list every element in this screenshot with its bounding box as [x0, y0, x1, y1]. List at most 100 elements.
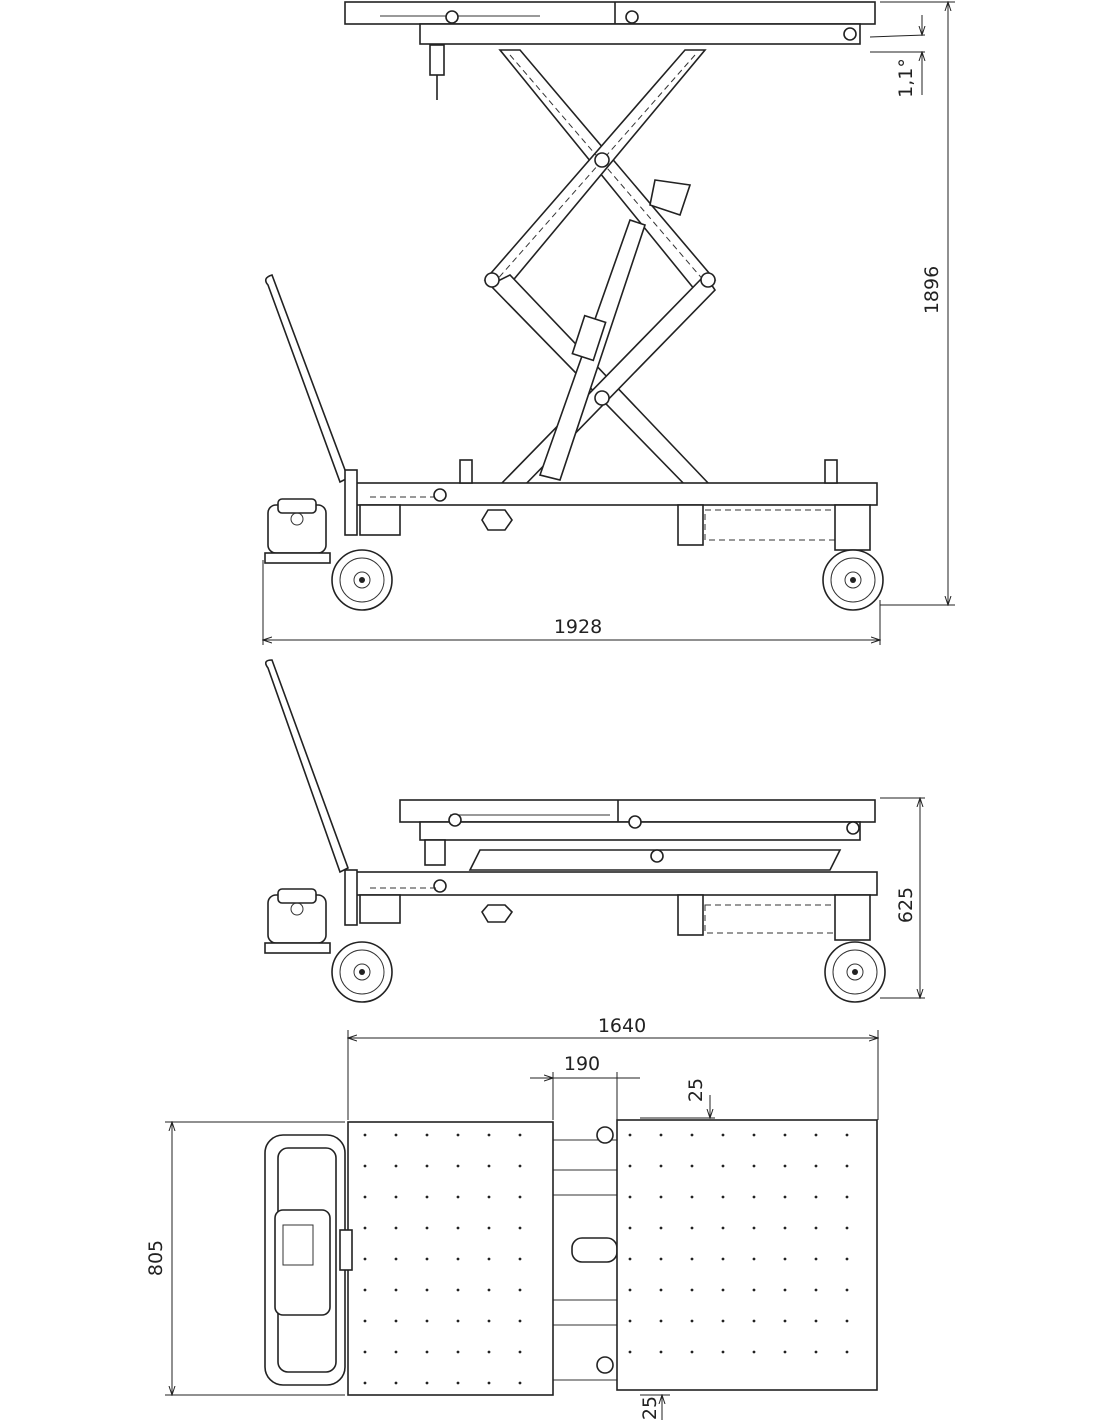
- pump-unit: [264, 498, 331, 564]
- hole: [659, 1133, 663, 1137]
- hole: [487, 1257, 491, 1261]
- hole: [518, 1288, 522, 1292]
- dim-max-height: 1896: [921, 266, 943, 314]
- hole: [690, 1350, 694, 1354]
- hole: [752, 1350, 756, 1354]
- hole: [518, 1257, 522, 1261]
- hole: [487, 1319, 491, 1323]
- hole: [659, 1350, 663, 1354]
- hole: [690, 1288, 694, 1292]
- hole: [487, 1350, 491, 1354]
- hole: [394, 1133, 398, 1137]
- hole: [814, 1195, 818, 1199]
- hole: [845, 1257, 849, 1261]
- hole: [394, 1381, 398, 1385]
- hole: [456, 1195, 460, 1199]
- hole: [628, 1350, 632, 1354]
- hole: [814, 1226, 818, 1230]
- hole: [363, 1226, 367, 1230]
- hole: [628, 1133, 632, 1137]
- hole: [456, 1226, 460, 1230]
- hole: [814, 1133, 818, 1137]
- hole: [363, 1164, 367, 1168]
- hole: [659, 1195, 663, 1199]
- hole: [721, 1133, 725, 1137]
- dim-edge-offset-top: 25: [685, 1078, 707, 1102]
- hole: [845, 1226, 849, 1230]
- hole: [425, 1350, 429, 1354]
- front-wheel: [331, 941, 393, 1003]
- hole: [628, 1288, 632, 1292]
- hole: [752, 1319, 756, 1323]
- hole: [752, 1195, 756, 1199]
- hole: [487, 1381, 491, 1385]
- hole: [456, 1319, 460, 1323]
- hole: [487, 1226, 491, 1230]
- dim-edge-offset-bottom: 25: [639, 1396, 661, 1420]
- hole: [814, 1350, 818, 1354]
- hole: [721, 1164, 725, 1168]
- hole: [783, 1257, 787, 1261]
- hole: [721, 1195, 725, 1199]
- hole: [518, 1350, 522, 1354]
- hole: [363, 1133, 367, 1137]
- hole: [456, 1133, 460, 1137]
- hole: [690, 1195, 694, 1199]
- hole: [425, 1381, 429, 1385]
- side-view-lowered: 625: [264, 659, 925, 1003]
- tow-handle: [264, 274, 350, 484]
- hole: [690, 1319, 694, 1323]
- hole: [783, 1133, 787, 1137]
- hole: [752, 1133, 756, 1137]
- platform-top: [344, 1, 876, 25]
- hole: [783, 1350, 787, 1354]
- hole: [425, 1288, 429, 1292]
- hole: [721, 1319, 725, 1323]
- hole: [659, 1164, 663, 1168]
- hole: [394, 1195, 398, 1199]
- hole: [394, 1350, 398, 1354]
- hole: [518, 1164, 522, 1168]
- hole: [518, 1319, 522, 1323]
- hole: [425, 1133, 429, 1137]
- hole: [845, 1319, 849, 1323]
- hole: [659, 1319, 663, 1323]
- hole: [394, 1164, 398, 1168]
- hole: [659, 1288, 663, 1292]
- hole: [363, 1288, 367, 1292]
- hole: [425, 1319, 429, 1323]
- hole: [628, 1257, 632, 1261]
- hole-pattern: [363, 1133, 849, 1385]
- hole: [690, 1226, 694, 1230]
- hole: [814, 1319, 818, 1323]
- base-frame: [354, 871, 878, 896]
- hole: [814, 1288, 818, 1292]
- dim-platform-length: 1640: [598, 1015, 646, 1037]
- hole: [456, 1164, 460, 1168]
- hole: [363, 1319, 367, 1323]
- hole: [518, 1133, 522, 1137]
- hole: [628, 1195, 632, 1199]
- hole: [628, 1319, 632, 1323]
- tow-handle: [264, 659, 349, 874]
- hole: [721, 1350, 725, 1354]
- rear-wheel: [824, 941, 886, 1003]
- hole: [487, 1164, 491, 1168]
- hole: [814, 1257, 818, 1261]
- hole: [752, 1257, 756, 1261]
- rear-wheel: [822, 549, 884, 611]
- hole: [814, 1164, 818, 1168]
- hole: [783, 1288, 787, 1292]
- hole: [456, 1288, 460, 1292]
- hole: [363, 1195, 367, 1199]
- hole: [721, 1288, 725, 1292]
- hole: [425, 1195, 429, 1199]
- hole: [690, 1257, 694, 1261]
- dim-overall-length: 1928: [554, 616, 602, 638]
- hole: [518, 1381, 522, 1385]
- hole: [845, 1195, 849, 1199]
- hole: [659, 1226, 663, 1230]
- hole: [783, 1164, 787, 1168]
- hole: [783, 1226, 787, 1230]
- hole: [425, 1164, 429, 1168]
